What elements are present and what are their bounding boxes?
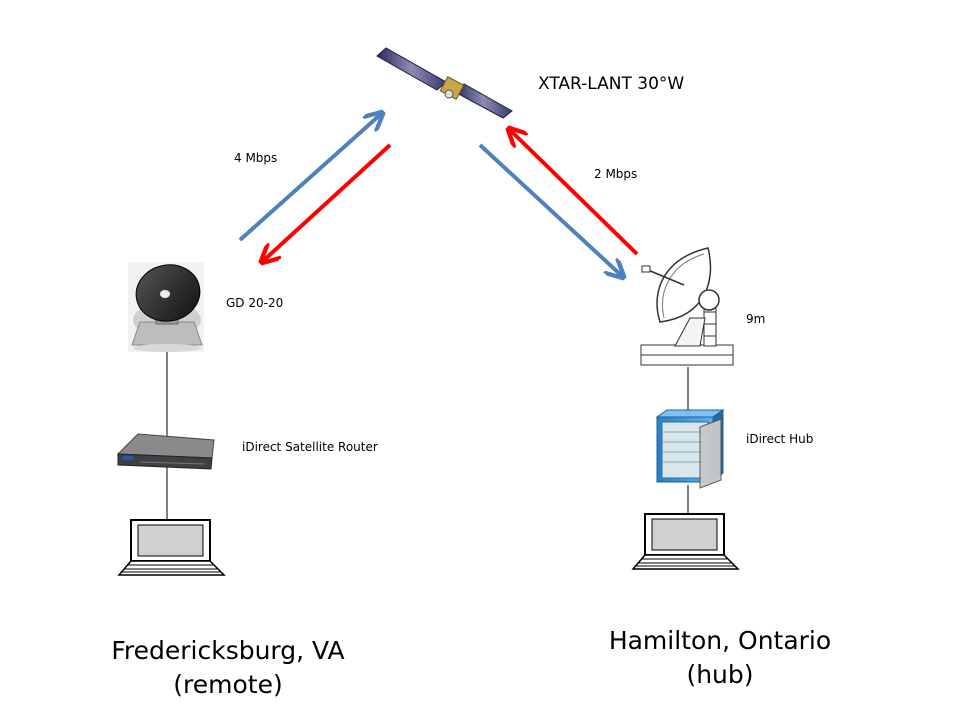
- remote-antenna-label: GD 20-20: [226, 296, 284, 310]
- satellite-name-label: XTAR-LANT 30°W: [538, 74, 685, 94]
- hub-location-label: Hamilton, Ontario: [608, 626, 832, 655]
- hub-dish-antenna-icon: [640, 247, 734, 366]
- router-label: iDirect Satellite Router: [242, 440, 378, 454]
- remote-location-label: Fredericksburg, VA: [111, 636, 345, 665]
- remote-site-caption: Fredericksburg, VA (remote): [78, 634, 378, 702]
- satellite-icon: [376, 47, 513, 119]
- uplink-arrow-remote: [238, 114, 381, 242]
- remote-laptop-icon: [117, 519, 226, 576]
- downlink-arrow-remote: [263, 143, 392, 261]
- remote-role-label: (remote): [173, 670, 283, 699]
- uplink-arrow-hub: [510, 130, 639, 256]
- hub-antenna-label: 9m: [746, 312, 766, 326]
- remote-dish-antenna-icon: [128, 262, 204, 352]
- hub-label: iDirect Hub: [746, 432, 814, 446]
- satellite-router-icon: [116, 433, 215, 470]
- downlink-arrow-hub: [478, 143, 622, 276]
- hub-role-label: (hub): [686, 660, 754, 689]
- hub-rack-icon: [655, 409, 725, 489]
- uplink-rate-label: 4 Mbps: [234, 151, 278, 165]
- hub-site-caption: Hamilton, Ontario (hub): [570, 624, 870, 692]
- hub-laptop-icon: [631, 513, 740, 570]
- downlink-rate-label: 2 Mbps: [594, 167, 638, 181]
